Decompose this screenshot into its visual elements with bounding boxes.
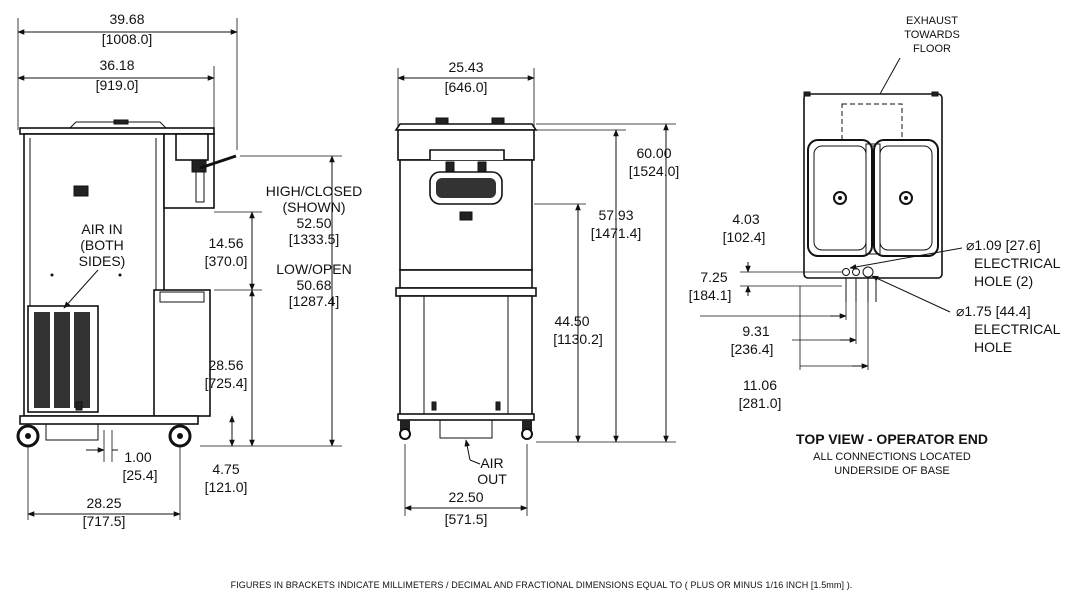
high-closed-label-line-1: HIGH/CLOSED — [266, 183, 362, 199]
hole-small-label-line-1: ELECTRICAL — [974, 255, 1061, 271]
hole-large-label-line-1: ELECTRICAL — [974, 321, 1061, 337]
dim-b-mm-label: [184.1] — [689, 287, 732, 303]
footnote: FIGURES IN BRACKETS INDICATE MILLIMETERS… — [230, 580, 853, 590]
electrical-hole-small-1 — [842, 268, 850, 276]
dim-c-mm-label: [236.4] — [731, 341, 774, 357]
top-view-subtitle-line-2: UNDERSIDE OF BASE — [834, 465, 950, 477]
base-width-mm-label: [571.5] — [445, 511, 488, 527]
air-in-label-line-3: SIDES) — [79, 253, 126, 269]
air-out-label-line-1: AIR — [480, 455, 503, 471]
air-out-label-line-2: OUT — [477, 471, 507, 487]
top-view-title: TOP VIEW - OPERATOR END — [796, 431, 988, 447]
dim-c-label: 9.31 — [742, 323, 769, 339]
high-closed-mm: [1333.5] — [289, 231, 340, 247]
high-closed-value: 52.50 — [296, 215, 331, 231]
hole-large-label-line-2: HOLE — [974, 339, 1012, 355]
dim-d-label: 11.06 — [743, 377, 777, 393]
spout-height-mm-label: [370.0] — [205, 253, 248, 269]
top-view: EXHAUST TOWARDS FLOOR — [689, 15, 1061, 477]
low-open-label: LOW/OPEN — [276, 261, 351, 277]
cabinet-height-label: 44.50 — [554, 313, 589, 329]
low-open-mm: [1287.4] — [289, 293, 340, 309]
front-view: 25.43 [646.0] — [394, 59, 680, 527]
hole-large-size: ⌀1.75 [44.4] — [956, 303, 1031, 319]
base-depth-mm-label: [717.5] — [83, 513, 126, 529]
side-view: 39.68 [1008.0] 36.18 [919.0] — [16, 11, 362, 529]
side-vent-grille — [34, 312, 90, 408]
overall-height-label: 60.00 — [636, 145, 671, 161]
caster-height-mm-label: [121.0] — [205, 479, 248, 495]
side-view-machine — [16, 119, 237, 448]
cabinet-height-mm-label: [1130.2] — [553, 331, 603, 347]
exhaust-label-line-2: TOWARDS — [904, 29, 960, 41]
high-closed-label-line-2: (SHOWN) — [283, 199, 346, 215]
air-in-arrow — [63, 269, 99, 309]
air-in-label-line-1: AIR IN — [81, 221, 122, 237]
caster-offset-mm-label: [25.4] — [122, 467, 157, 483]
hole-small-size: ⌀1.09 [27.6] — [966, 237, 1041, 253]
exhaust-label-line-3: FLOOR — [913, 43, 951, 55]
air-in-label-line-2: (BOTH — [80, 237, 124, 253]
front-view-machine — [394, 117, 538, 440]
top-view-machine — [803, 91, 943, 302]
exhaust-label-line-1: EXHAUST — [906, 15, 958, 27]
top-width-mm-label: [646.0] — [445, 79, 488, 95]
hole-small-label-line-2: HOLE (2) — [974, 273, 1033, 289]
overall-height-mm-label: [1524.0] — [629, 163, 680, 179]
low-open-value: 50.68 — [296, 277, 331, 293]
electrical-hole-large — [862, 266, 874, 278]
base-width-label: 22.50 — [448, 489, 483, 505]
top-width-label: 25.43 — [448, 59, 483, 75]
dim-b-label: 7.25 — [700, 269, 727, 285]
base-depth-label: 28.25 — [86, 495, 121, 511]
dim-a-label: 4.03 — [732, 211, 759, 227]
caster-offset-label: 1.00 — [124, 449, 151, 465]
top-view-subtitle-line-1: ALL CONNECTIONS LOCATED — [813, 451, 971, 463]
dim-a-mm-label: [102.4] — [723, 229, 766, 245]
cabinet-width-mm-label: [919.0] — [96, 77, 139, 93]
caster-height-label: 4.75 — [212, 461, 239, 477]
cabinet-width-label: 36.18 — [99, 57, 134, 73]
spout-height-label: 14.56 — [208, 235, 243, 251]
door-height-mm-label: [1471.4] — [591, 225, 642, 241]
overall-width-label: 39.68 — [109, 11, 144, 27]
door-height-label: 57.93 — [598, 207, 633, 223]
dim-d-mm-label: [281.0] — [739, 395, 782, 411]
counter-height-label: 28.56 — [208, 357, 243, 373]
overall-width-mm-label: [1008.0] — [102, 31, 153, 47]
counter-height-mm-label: [725.4] — [205, 375, 248, 391]
